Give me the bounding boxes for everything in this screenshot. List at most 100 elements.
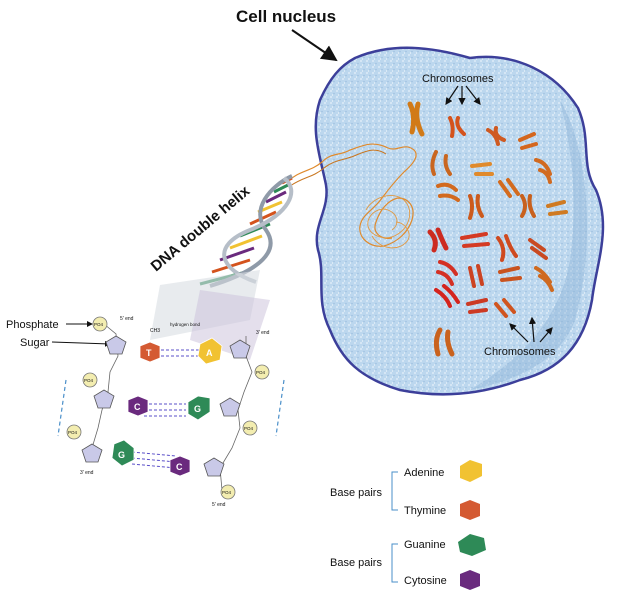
sugar-rings (81, 335, 251, 477)
base-guanine-2: G (111, 439, 135, 467)
title-cell-nucleus: Cell nucleus (236, 7, 336, 26)
svg-text:G: G (194, 404, 201, 414)
sugar-pentagon (93, 389, 115, 409)
svg-text:C: C (176, 462, 183, 472)
dna-tangle (365, 195, 411, 249)
cell-nucleus: Chromosomes Chromosomes (286, 46, 605, 396)
phosphate-circle (92, 316, 108, 332)
chromosome (470, 162, 494, 176)
chromosome (534, 158, 552, 184)
chromosome (448, 116, 466, 138)
guanine-swatch (458, 534, 486, 556)
chromosome (407, 101, 425, 137)
sugar-label: Sugar (20, 337, 50, 349)
phosphate-circle (220, 484, 236, 500)
chromosome (498, 266, 522, 282)
chromosomes-label-bottom: Chromosomes (484, 346, 556, 358)
dna-helix-label: DNA double helix (148, 182, 254, 275)
thymine-swatch (460, 500, 480, 520)
sugar-pentagon (219, 397, 241, 417)
legend-bracket-2 (391, 543, 398, 583)
chromosome (434, 284, 460, 308)
chromosome-arrows-top (445, 85, 481, 106)
svg-text:PO4: PO4 (94, 322, 104, 327)
legend-cytosine: Cytosine (404, 575, 447, 587)
chromosome (436, 182, 460, 202)
chromosomes-label-top: Chromosomes (422, 73, 494, 85)
nucleus-shade (470, 100, 587, 390)
svg-text:A: A (206, 348, 213, 358)
chromosomes (407, 101, 568, 357)
chromosome (468, 264, 484, 288)
legend-adenine: Adenine (404, 467, 444, 479)
chromosome (433, 327, 455, 357)
legend-group2-label: Base pairs (330, 557, 382, 569)
chromosome (518, 132, 538, 150)
base-adenine: A (197, 337, 223, 365)
svg-text:PO4: PO4 (256, 370, 266, 375)
phosphate-circle (254, 364, 270, 380)
helix-strand-b (222, 176, 294, 284)
chromosome (494, 298, 516, 318)
title-arrow (291, 29, 338, 62)
svg-text:PO4: PO4 (68, 430, 78, 435)
chromosome (520, 194, 536, 218)
sugar-pentagon (203, 457, 225, 477)
backbone-detail: Phosphate Sugar PO4 PO4 (6, 316, 285, 508)
base-thymine: T (139, 341, 161, 363)
chromosome (460, 232, 490, 248)
legend-guanine: Guanine (404, 539, 446, 551)
sugar-pentagon (81, 443, 103, 463)
chromosome (466, 298, 488, 314)
legend-thymine: Thymine (404, 505, 446, 517)
base-cytosine-1: C (127, 395, 149, 417)
adenine-swatch (460, 460, 482, 482)
phosphate-circle (82, 372, 98, 388)
svg-text:PO4: PO4 (244, 426, 254, 431)
legend: Base pairs Adenine Thymine Base pairs Gu… (330, 460, 486, 590)
chromosome (468, 194, 484, 220)
chromosome (436, 260, 458, 286)
chromosome (427, 227, 449, 253)
chromosome (496, 234, 518, 262)
phosphate-circle (66, 424, 82, 440)
cytosine-swatch (460, 570, 480, 590)
methyl-label: CH3 (150, 328, 160, 334)
chromosome (486, 126, 506, 146)
helix-strand-a (209, 174, 293, 288)
chromosome (528, 238, 548, 260)
phosphate-circle (242, 420, 258, 436)
sugar-pentagon (229, 339, 251, 359)
dna-double-helix (150, 174, 294, 360)
end-5-bottom: 5' end (212, 502, 226, 508)
end-3-top: 3' end (256, 330, 270, 336)
svg-text:C: C (134, 402, 141, 412)
sugar-arrow (51, 340, 111, 347)
svg-text:PO4: PO4 (84, 378, 94, 383)
sugar-pentagon (105, 335, 127, 355)
chromosome (546, 200, 568, 216)
base-guanine-1: G (187, 395, 211, 421)
chromosome-arrows-bottom (509, 316, 553, 343)
svg-text:PO4: PO4 (222, 490, 232, 495)
chromosome (430, 150, 452, 176)
dashed-arrows (57, 379, 285, 437)
chromosome (534, 266, 554, 292)
end-3-bottom: 3' end (80, 470, 94, 476)
phosphate-label: Phosphate (6, 319, 59, 331)
legend-bracket-1 (391, 471, 398, 511)
end-5-top: 5' end (120, 316, 134, 322)
chromosome (498, 178, 520, 198)
svg-text:T: T (146, 348, 152, 358)
legend-group1-label: Base pairs (330, 487, 382, 499)
hydrogen-bond-label: hydrogen bond (170, 322, 201, 327)
phosphate-groups (66, 316, 270, 500)
unwound-dna-strand (286, 143, 417, 247)
svg-text:G: G (118, 450, 125, 460)
unwound-dna-strand-2 (289, 149, 387, 187)
phosphate-texts: PO4 PO4 PO4 PO4 PO4 PO4 (68, 322, 266, 495)
hydrogen-bonds (131, 349, 200, 469)
base-cytosine-2: C (169, 455, 191, 477)
